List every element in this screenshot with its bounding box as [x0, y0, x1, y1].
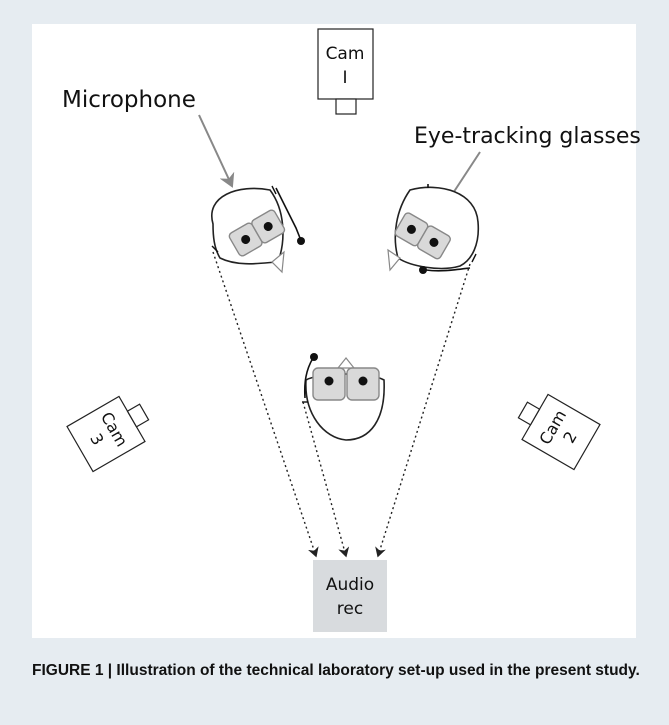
cam1-label-line2: I [342, 68, 347, 88]
audio-label-line2: rec [337, 599, 363, 619]
person-right [387, 184, 480, 274]
camera-1: Cam I [317, 28, 374, 115]
audio-connections [212, 251, 471, 558]
microphone-left [297, 237, 305, 245]
microphone-pointer-arrow [198, 114, 235, 188]
scene-area [32, 24, 636, 638]
figure-caption: FIGURE 1 | Illustration of the technical… [32, 662, 640, 679]
cam1-label-line1: Cam [326, 44, 365, 64]
microphone-right [419, 266, 427, 274]
microphone-label: Microphone [62, 87, 196, 113]
eye-tracking-label: Eye-tracking glasses [414, 124, 641, 149]
audio-label-line1: Audio [326, 575, 374, 595]
audio-recorder: Audio rec [313, 560, 387, 632]
microphone-center [310, 353, 318, 361]
camera-2: Cam 2 [517, 393, 601, 471]
person-center [302, 353, 385, 441]
camera-3: Cam 3 [66, 395, 150, 473]
person-left [210, 185, 305, 274]
